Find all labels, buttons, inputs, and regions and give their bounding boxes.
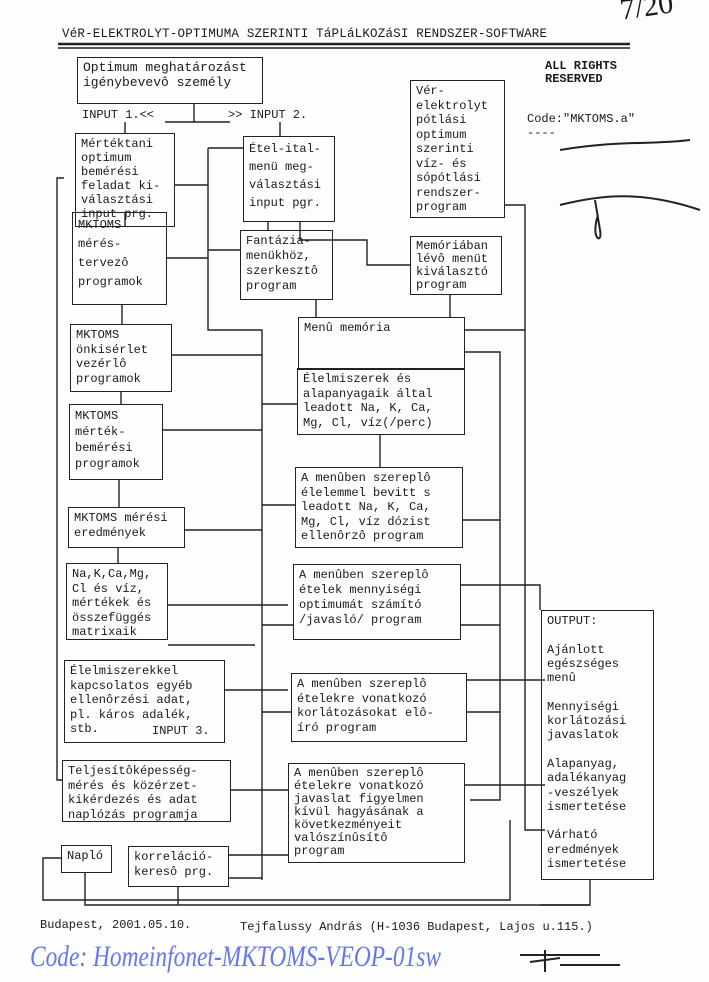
footer-author: Tejfalussy András (H-1036 Budapest, Lajo… xyxy=(240,920,593,934)
homeinfonet-code: Code: Homeinfonet-MKTOMS-VEOP-01sw xyxy=(30,940,441,973)
meres-tervezo-box: MKTOMS mérés- tervezô programok xyxy=(72,212,167,305)
naplo-box: Napló xyxy=(61,845,112,873)
fantazia-box: Fantázia- menükhöz, szerkesztô program xyxy=(240,230,333,300)
dozis-ellenorzo-box: A menûben szereplô élelemmel bevitt s le… xyxy=(295,467,463,548)
input-2-label: >> INPUT 2. xyxy=(228,108,308,122)
matrix-box: Na,K,Ca,Mg, Cl és víz, mértékek és össze… xyxy=(66,563,168,640)
ver-elektrolyt-box: Vér- elektrolyt pótlási optimum szerinti… xyxy=(410,80,505,218)
meresi-eredmenyek-box: MKTOMS mérési eredmények xyxy=(68,507,185,548)
input-3-label: INPUT 3. xyxy=(152,724,210,738)
rights-stamp: ALL RIGHTS RESERVED xyxy=(545,59,618,86)
footer-date: Budapest, 2001.05.10. xyxy=(40,918,192,932)
etel-ital-box: Étel-ital- menü meg- választási input pg… xyxy=(243,136,335,222)
onkiserlet-box: MKTOMS önkisérlet vezérlô programok xyxy=(70,324,172,392)
document-title: VéR-ELEKTROLYT-OPTIMUMA SZERINTI TáPLáLK… xyxy=(62,27,548,41)
korlatozas-box: A menûben szereplô ételekre vonatkozó ko… xyxy=(291,673,467,742)
elelmiszerek-box: Élelmiszerek és alapanyagaik által leado… xyxy=(297,368,465,435)
menu-memoria-box: Menû memória xyxy=(298,317,465,370)
program-code: Code:"MKTOMS.a" ---- xyxy=(527,112,636,140)
output-box: OUTPUT: Ajánlott egészséges menû Mennyis… xyxy=(541,610,654,880)
teljesitokepesseg-box: Teljesítôképesség- mérés és közérzet- ki… xyxy=(62,760,231,822)
memoriaban-box: Memóriában lévô menüt kiválasztó program xyxy=(410,236,502,295)
person-box: Optimum meghatározást igénybevevô személ… xyxy=(77,57,263,104)
mertek-bemeresi-box: MKTOMS mérték- bemérési programok xyxy=(69,404,163,480)
egyeb-ellenorzesi-box: Élelmiszerekkel kapcsolatos egyéb ellenô… xyxy=(64,660,225,743)
figyelmen-kivul-box: A menûben szereplô ételekre vonatkozó ja… xyxy=(288,763,465,863)
mertektani-box: Mértéktani optimum bemérési feladat ki- … xyxy=(75,133,175,227)
input-1-label: INPUT 1.<< xyxy=(82,108,155,122)
mennyisegi-optimum-box: A menûben szereplô ételek mennyiségi opt… xyxy=(293,564,461,640)
korrelacio-box: korreláció- keresô prg. xyxy=(128,846,229,887)
